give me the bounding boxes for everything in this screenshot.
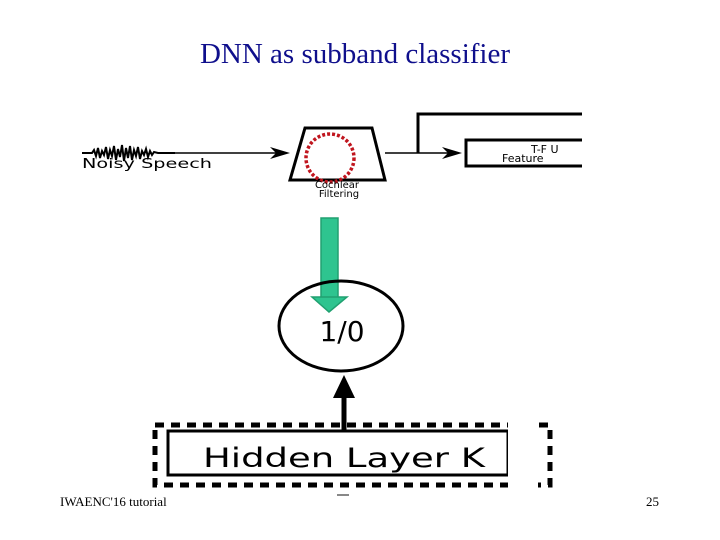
filter-label-line2: Filtering: [319, 189, 359, 200]
feature-label-line1: T-F U: [530, 143, 559, 156]
hidden-layer-label: Hidden Layer K: [203, 443, 487, 474]
feature-branch-line: [416, 112, 582, 153]
cochlear-filter-block: [288, 126, 387, 182]
output-label: 1/0: [319, 315, 364, 348]
feature-arrowhead-icon: [442, 147, 462, 159]
input-arrowhead-icon: [270, 147, 290, 159]
highlight-circle: [304, 132, 356, 184]
output-node: [277, 279, 405, 373]
slide-title: DNN as subband classifier: [199, 38, 511, 70]
filter-label-line1: Cochlear: [315, 180, 360, 191]
up-arrowhead-icon: [333, 375, 355, 398]
page-number: 25: [646, 494, 659, 509]
feature-box: [464, 138, 582, 168]
hidden-layer-dashed-frame: [152, 422, 553, 488]
green-down-arrow-icon: [310, 217, 350, 313]
feature-label-line2: Feature: [502, 152, 544, 165]
input-label: Noisy Speech: [82, 157, 212, 172]
footer-text: IWAENC'16 tutorial: [60, 494, 167, 509]
waveform-icon: [82, 144, 175, 162]
hidden-layer-crop-mask: [508, 420, 538, 490]
hidden-layer-box: [166, 429, 510, 477]
